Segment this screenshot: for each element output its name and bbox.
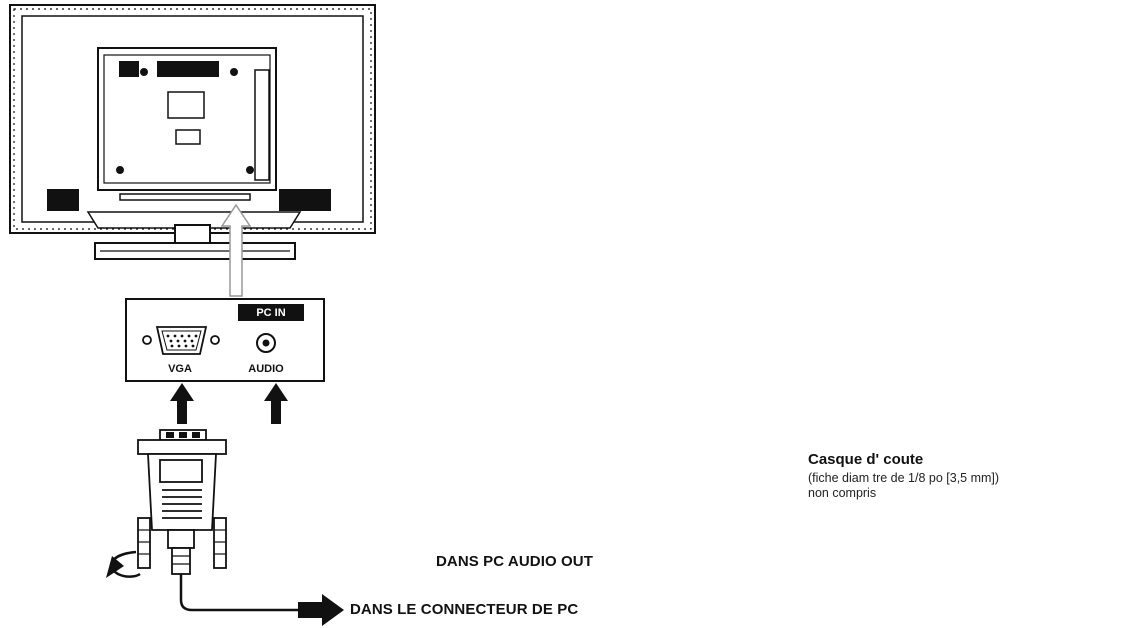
arrow-right-pc-connector: [298, 594, 344, 626]
rotate-arrow-icon: [106, 550, 141, 578]
headphone-caption: Casque d' coute (fiche diam tre de 1/8 p…: [808, 451, 999, 500]
audio-label: AUDIO: [248, 363, 284, 375]
pc-in-panel: PC IN VGA AUDIO: [125, 298, 325, 382]
arrow-up-outline-left: [220, 203, 252, 297]
vga-label: VGA: [168, 363, 192, 375]
vga-port[interactable]: [142, 326, 220, 355]
pc-connector-destination-label: DANS LE CONNECTEUR DE PC: [350, 601, 579, 618]
vga-cable: [179, 574, 300, 612]
audio-jack[interactable]: [256, 333, 276, 353]
audio-out-destination-label: DANS PC AUDIO OUT: [436, 553, 593, 570]
headphone-caption-title: Casque d' coute: [808, 451, 924, 468]
arrow-up-vga: [170, 383, 194, 424]
arrow-up-audio: [264, 383, 288, 424]
vga-cable-connector: [137, 429, 227, 575]
headphone-caption-line2: non compris: [808, 486, 877, 500]
tv-rear-left: [9, 4, 376, 260]
pc-in-badge: PC IN: [256, 307, 285, 319]
headphone-caption-line1: (fiche diam tre de 1/8 po [3,5 mm]): [808, 471, 1000, 485]
